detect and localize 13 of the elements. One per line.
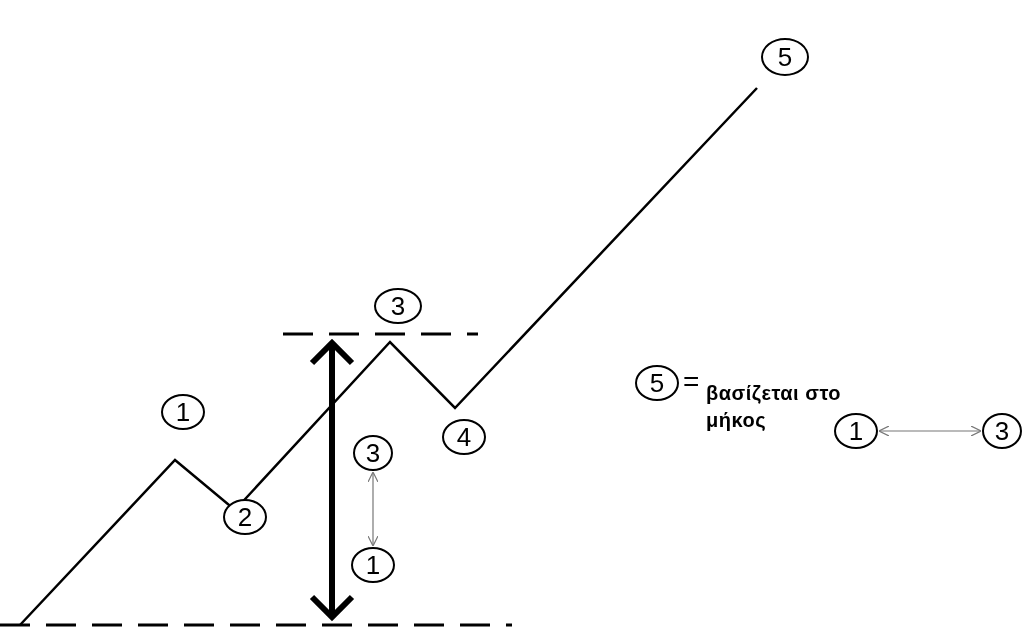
circled-number: 1 <box>351 547 395 583</box>
double-arrow <box>878 425 982 437</box>
circled-number: 3 <box>374 288 422 324</box>
circled-number: 2 <box>223 499 267 535</box>
circled-number: 4 <box>442 419 486 455</box>
circled-number: 5 <box>761 38 809 76</box>
double-arrow <box>367 471 379 547</box>
circled-number: 3 <box>982 413 1022 449</box>
circled-number: 1 <box>161 394 205 430</box>
circled-number: 5 <box>635 365 679 401</box>
circled-number: 1 <box>834 413 878 449</box>
equals-sign: = <box>683 368 700 396</box>
circled-number: 3 <box>353 435 393 471</box>
